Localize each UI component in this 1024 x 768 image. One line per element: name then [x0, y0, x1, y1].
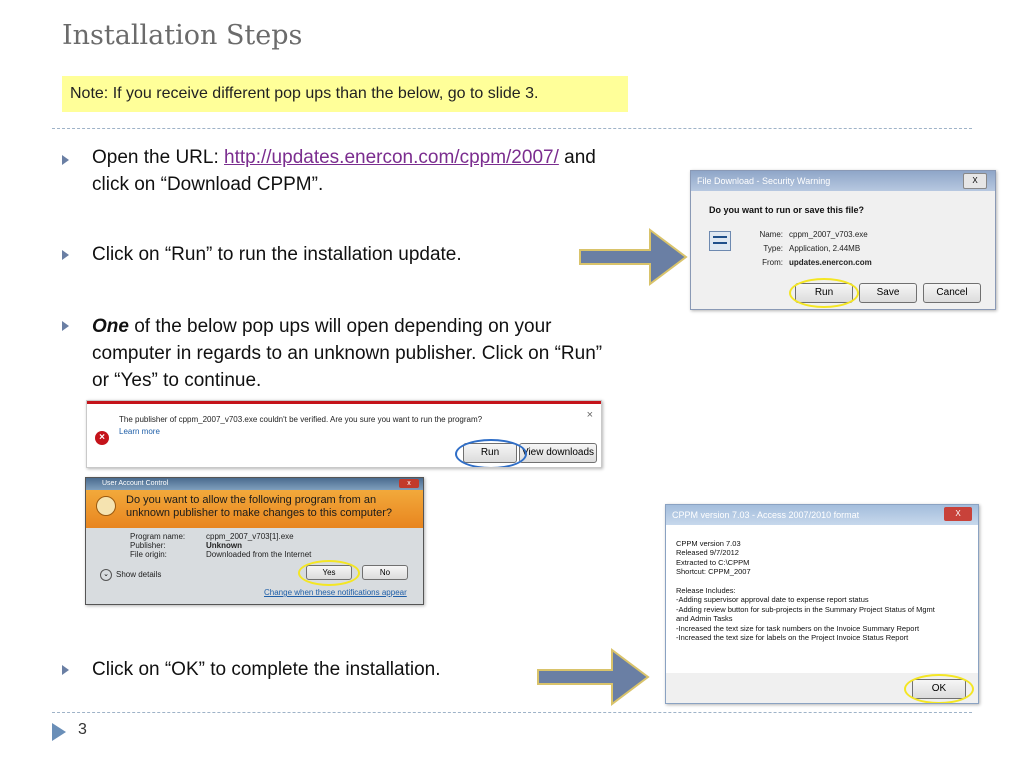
bottom-divider: [52, 712, 972, 713]
arrow-right-icon: [579, 228, 688, 286]
save-button[interactable]: Save: [859, 283, 917, 303]
file-origin-value: Downloaded from the Internet: [206, 550, 312, 559]
change-notifications-link[interactable]: Change when these notifications appear: [264, 588, 407, 597]
cancel-button[interactable]: Cancel: [923, 283, 981, 303]
highlight-ellipse: [904, 674, 974, 703]
name-label: Name:: [759, 230, 783, 239]
bullet-4: Click on “OK” to complete the installati…: [92, 659, 441, 680]
file-icon: [709, 231, 731, 251]
view-downloads-button[interactable]: View downloads: [519, 443, 597, 463]
ie-download-notification: × The publisher of cppm_2007_v703.exe co…: [86, 400, 602, 468]
type-value: Application, 2.44MB: [789, 244, 861, 253]
dialog-title: CPPM version 7.03 - Access 2007/2010 for…: [672, 510, 860, 520]
close-icon[interactable]: x: [399, 479, 419, 488]
dialog-titlebar: CPPM version 7.03 - Access 2007/2010 for…: [666, 505, 978, 525]
bullet-1: Open the URL: http://updates.enercon.com…: [92, 144, 672, 198]
close-button[interactable]: X: [944, 507, 972, 521]
uac-question-line2: unknown publisher to make changes to thi…: [126, 507, 392, 519]
program-name-label: Program name:: [130, 532, 186, 541]
release-line: Shortcut: CPPM_2007: [676, 567, 751, 577]
uac-dialog: User Account Control x Do you want to al…: [85, 477, 424, 605]
type-label: Type:: [763, 244, 783, 253]
highlight-ellipse: [789, 278, 859, 308]
release-line: -Adding supervisor approval date to expe…: [676, 595, 869, 605]
uac-question: Do you want to allow the following progr…: [126, 494, 392, 520]
bullet-2: Click on “Run” to run the installation u…: [92, 244, 462, 265]
page-number: 3: [78, 721, 87, 738]
url-link[interactable]: http://updates.enercon.com/cppm/2007/: [224, 147, 559, 168]
uac-warning-banner: [86, 490, 423, 528]
highlight-ellipse: [455, 439, 527, 467]
program-name-value: cppm_2007_v703[1].exe: [206, 532, 294, 541]
uac-title: User Account Control: [102, 480, 169, 487]
bullet-3-line2: computer in regards to an unknown publis…: [92, 343, 603, 364]
arrow-right-icon: [537, 648, 650, 706]
release-line: -Increased the text size for labels on t…: [676, 633, 909, 643]
warning-shield-icon: ×: [95, 431, 109, 445]
bullet-3-line3: or “Yes” to continue.: [92, 370, 262, 391]
release-line: Extracted to C:\CPPM: [676, 557, 750, 567]
release-line: -Increased the text size for task number…: [676, 623, 920, 633]
learn-more-link[interactable]: Learn more: [119, 427, 160, 436]
show-details-button[interactable]: Show details: [116, 570, 162, 579]
uac-question-line1: Do you want to allow the following progr…: [126, 494, 377, 506]
file-origin-label: File origin:: [130, 550, 167, 559]
bullet-1-text-after: and: [558, 147, 596, 168]
uac-titlebar: User Account Control: [86, 478, 423, 490]
publisher-value: Unknown: [206, 541, 242, 550]
bullet-3-emphasis: One: [92, 316, 129, 337]
release-line: Release Includes:: [676, 586, 736, 596]
no-button[interactable]: No: [362, 565, 408, 580]
release-line: -Adding review button for sub-projects i…: [676, 604, 935, 614]
file-download-dialog: File Download - Security Warning X Do yo…: [690, 170, 996, 310]
note-box: Note: If you receive different pop ups t…: [62, 76, 628, 112]
from-label: From:: [762, 258, 783, 267]
release-line: Released 9/7/2012: [676, 548, 739, 558]
bullet-marker-icon: [62, 155, 69, 165]
close-icon[interactable]: ×: [586, 409, 593, 421]
top-divider: [52, 128, 972, 129]
release-line: and Admin Tasks: [676, 614, 733, 624]
cppm-version-dialog: CPPM version 7.03 - Access 2007/2010 for…: [665, 504, 979, 704]
page-marker-icon: [52, 723, 66, 741]
close-button[interactable]: X: [963, 173, 987, 189]
bullet-marker-icon: [62, 250, 69, 260]
bullet-marker-icon: [62, 665, 69, 675]
bullet-3: One of the below pop ups will open depen…: [92, 313, 682, 394]
uac-shield-icon: [96, 496, 116, 516]
release-line: [676, 577, 972, 586]
dialog-content: [666, 525, 978, 673]
publisher-label: Publisher:: [130, 541, 166, 550]
name-value: cppm_2007_v703.exe: [789, 230, 868, 239]
dialog-titlebar: File Download - Security Warning: [691, 171, 995, 191]
download-question: Do you want to run or save this file?: [709, 205, 865, 215]
from-value: updates.enercon.com: [789, 258, 872, 267]
chevron-down-icon[interactable]: ⌄: [100, 569, 112, 581]
highlight-ellipse: [298, 560, 360, 586]
release-notes: CPPM version 7.03 Released 9/7/2012 Extr…: [676, 539, 972, 642]
release-line: CPPM version 7.03: [676, 539, 741, 548]
bullet-3-line1: of the below pop ups will open depending…: [128, 316, 552, 337]
dialog-title: File Download - Security Warning: [697, 176, 831, 186]
bullet-marker-icon: [62, 321, 69, 331]
ie-message: The publisher of cppm_2007_v703.exe coul…: [119, 415, 483, 424]
slide-title: Installation Steps: [62, 20, 303, 51]
bullet-1-line2: click on “Download CPPM”.: [92, 174, 324, 195]
bullet-1-text: Open the URL:: [92, 147, 225, 168]
